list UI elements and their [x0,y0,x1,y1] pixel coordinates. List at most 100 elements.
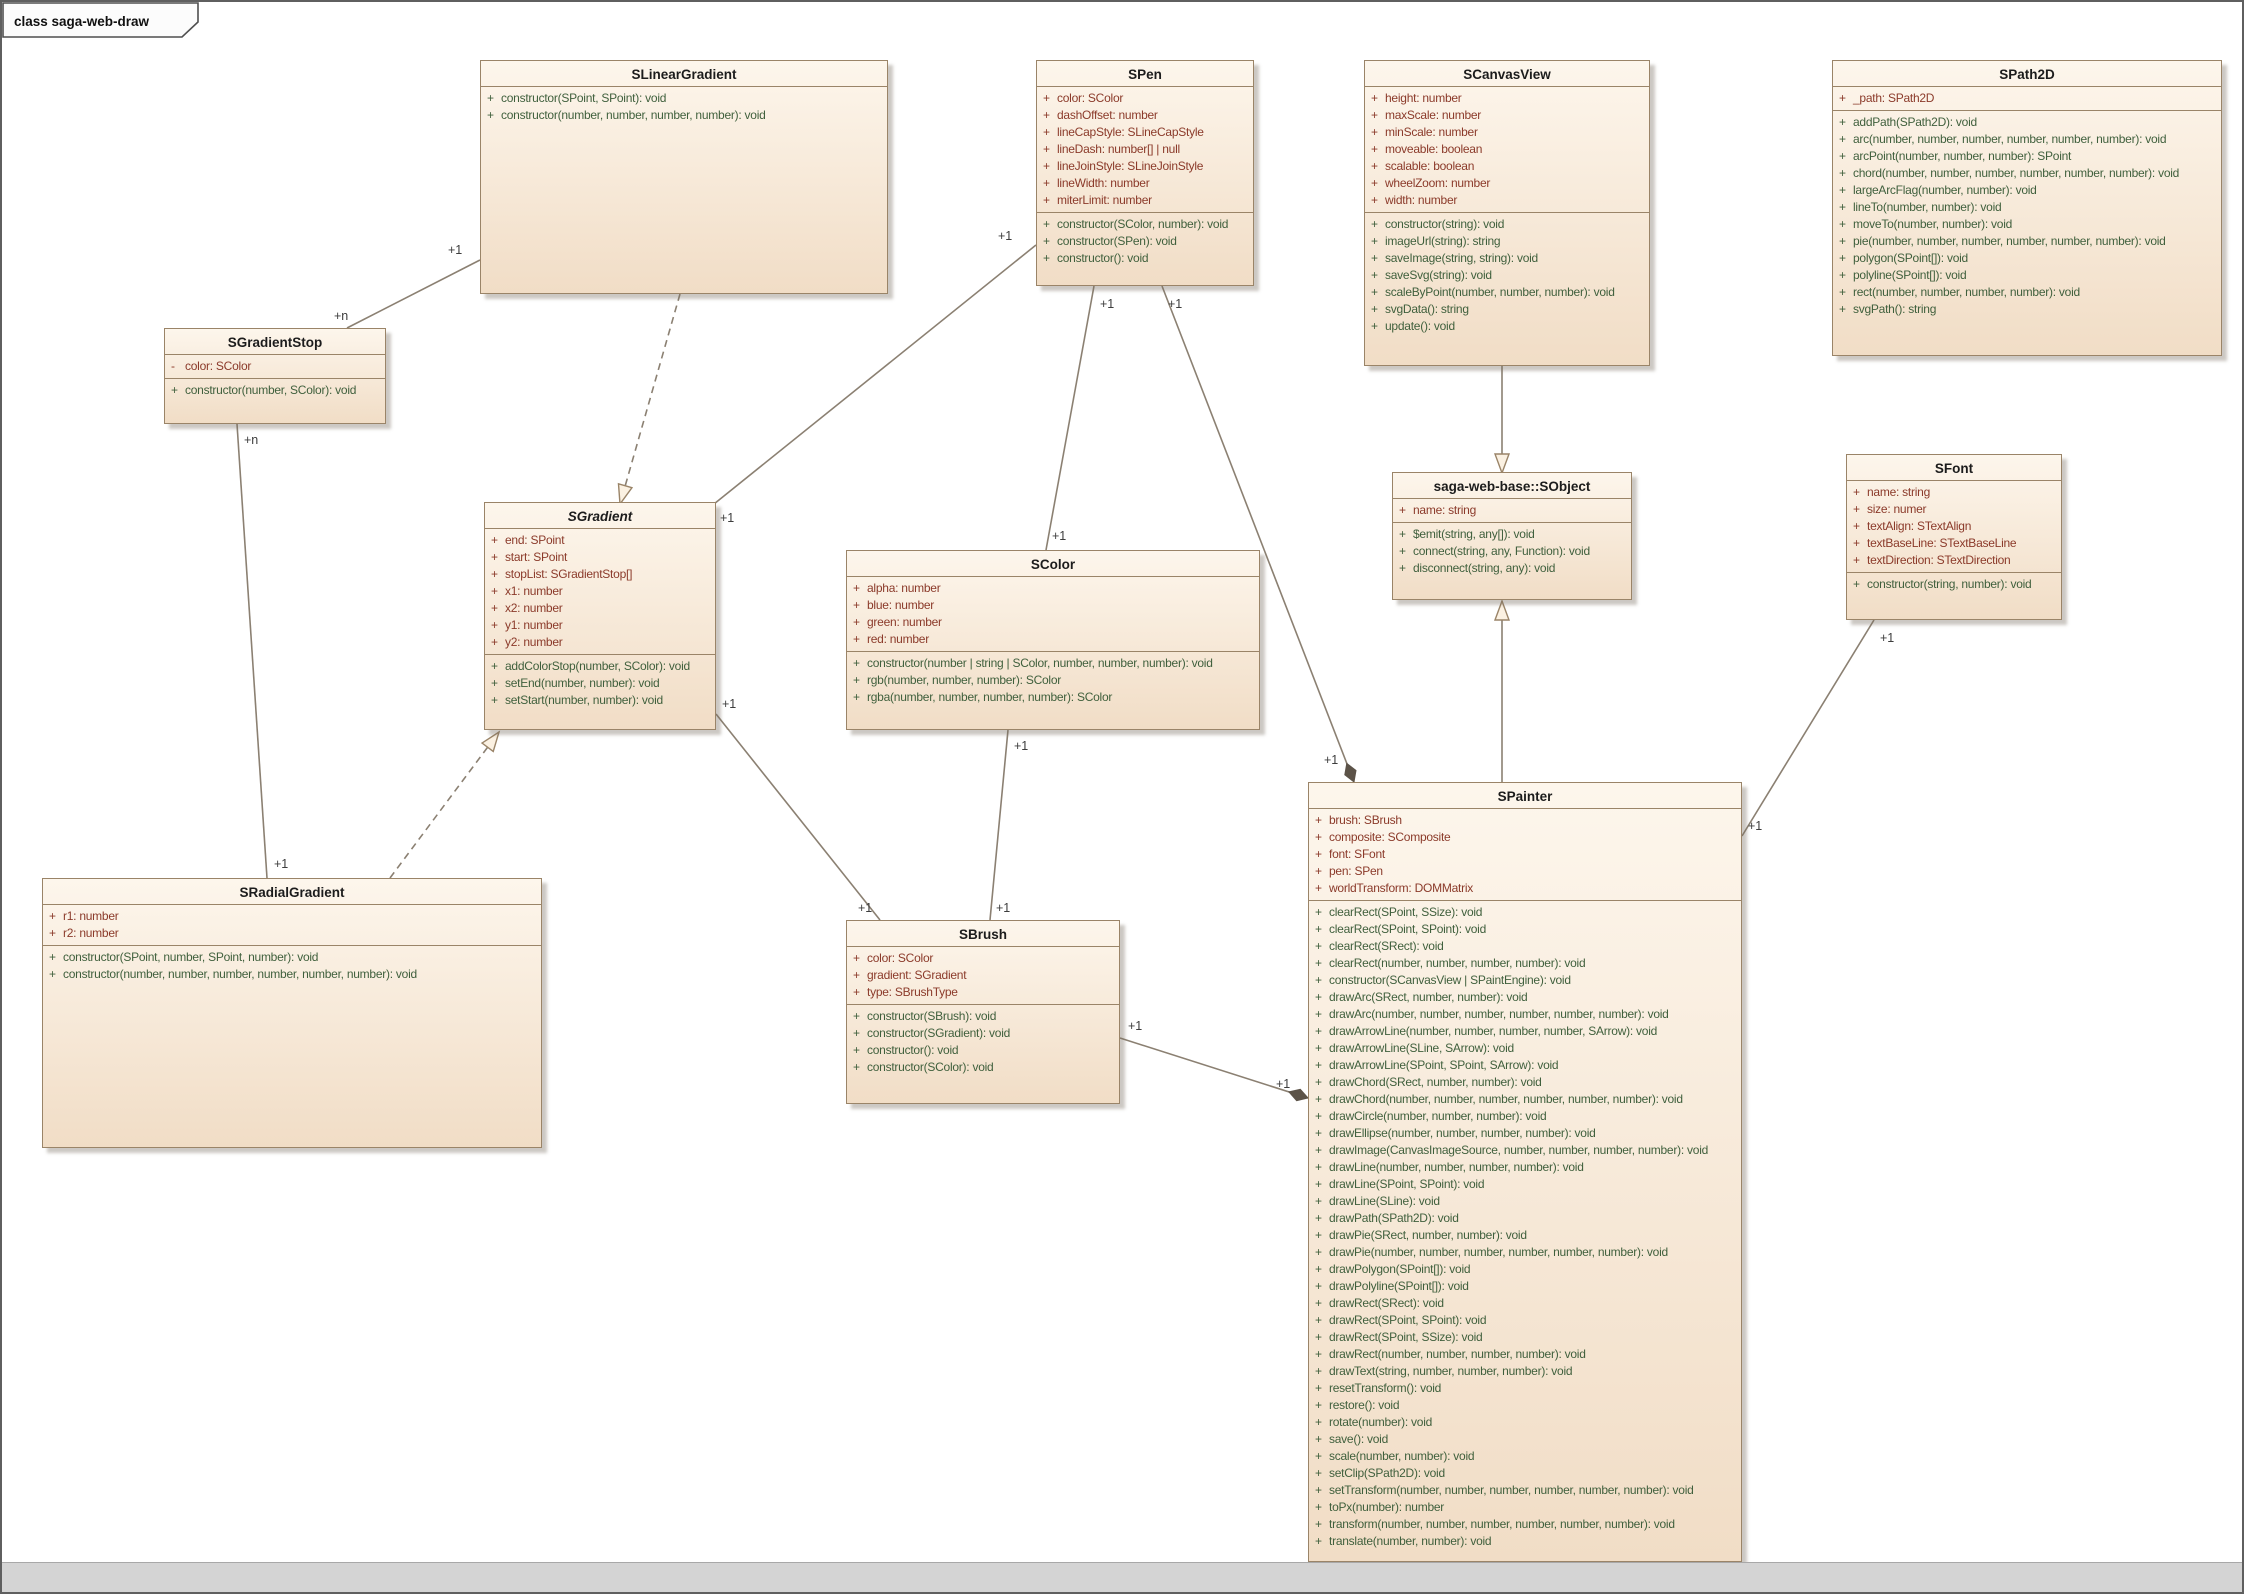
visibility-marker: + [1371,318,1385,335]
class-sgradientstop[interactable]: SGradientStop-color: SColor+constructor(… [164,328,386,424]
attribute-row: +brush: SBrush [1309,812,1741,829]
class-spen[interactable]: SPen+color: SColor+dashOffset: number+li… [1036,60,1254,286]
class-sbrush[interactable]: SBrush+color: SColor+gradient: SGradient… [846,920,1120,1104]
attribute-row: +lineJoinStyle: SLineJoinStyle [1037,158,1253,175]
method-signature: rgba(number, number, number, number): SC… [867,689,1112,706]
method-row: +disconnect(string, any): void [1393,560,1631,577]
class-sfont[interactable]: SFont+name: string+size: numer+textAlign… [1846,454,2062,620]
class-slineargradient[interactable]: SLinearGradient+constructor(SPoint, SPoi… [480,60,888,294]
method-signature: $emit(string, any[]): void [1413,526,1535,543]
visibility-marker: + [49,908,63,925]
multiplicity-label: +1 [1014,739,1028,753]
attribute-row: +start: SPoint [485,549,715,566]
method-signature: constructor(SGradient): void [867,1025,1010,1042]
multiplicity-label: +1 [1100,297,1114,311]
visibility-marker: + [1315,1499,1329,1516]
attribute-row: +minScale: number [1365,124,1649,141]
multiplicity-label: +1 [1748,819,1762,833]
visibility-marker: + [1315,1533,1329,1550]
visibility-marker: + [1315,1125,1329,1142]
method-row: +moveTo(number, number): void [1833,216,2221,233]
attribute-row: +dashOffset: number [1037,107,1253,124]
method-signature: saveSvg(string): void [1385,267,1492,284]
attribute-signature: color: SColor [185,358,251,375]
attributes-compartment: +_path: SPath2D [1833,87,2221,110]
method-row: +drawImage(CanvasImageSource, number, nu… [1309,1142,1741,1159]
method-row: +rect(number, number, number, number): v… [1833,284,2221,301]
visibility-marker: + [1839,216,1853,233]
visibility-marker: + [1043,175,1057,192]
visibility-marker: + [1839,182,1853,199]
visibility-marker: + [1315,1465,1329,1482]
class-title: SPath2D [1833,61,2221,87]
method-row: +polyline(SPoint[]): void [1833,267,2221,284]
method-signature: save(): void [1329,1431,1388,1448]
attribute-row: +moveable: boolean [1365,141,1649,158]
method-row: +lineTo(number, number): void [1833,199,2221,216]
visibility-marker: + [1043,192,1057,209]
method-signature: transform(number, number, number, number… [1329,1516,1675,1533]
method-signature: disconnect(string, any): void [1413,560,1555,577]
method-signature: constructor(SPen): void [1057,233,1177,250]
visibility-marker: + [1315,812,1329,829]
visibility-marker: + [491,675,505,692]
method-signature: constructor(number, SColor): void [185,382,356,399]
method-row: +arcPoint(number, number, number): SPoin… [1833,148,2221,165]
method-row: +connect(string, any, Function): void [1393,543,1631,560]
attribute-row: +pen: SPen [1309,863,1741,880]
class-sradialgradient[interactable]: SRadialGradient+r1: number+r2: number+co… [42,878,542,1148]
method-row: +addPath(SPath2D): void [1833,114,2221,131]
method-signature: drawLine(SLine): void [1329,1193,1440,1210]
attribute-row: +font: SFont [1309,846,1741,863]
method-row: +drawRect(SPoint, SSize): void [1309,1329,1741,1346]
visibility-marker: + [1399,560,1413,577]
multiplicity-label: +1 [1052,529,1066,543]
multiplicity-label: +1 [1128,1019,1142,1033]
horizontal-scrollbar[interactable] [2,1562,2242,1592]
methods-compartment: +constructor(number, SColor): void [165,378,385,402]
method-signature: drawLine(number, number, number, number)… [1329,1159,1584,1176]
visibility-marker: + [1315,1312,1329,1329]
attribute-signature: red: number [867,631,929,648]
method-row: +toPx(number): number [1309,1499,1741,1516]
method-row: +svgPath(): string [1833,301,2221,318]
class-scolor[interactable]: SColor+alpha: number+blue: number+green:… [846,550,1260,730]
method-signature: constructor(SPoint, number, SPoint, numb… [63,949,318,966]
attribute-signature: type: SBrushType [867,984,958,1001]
visibility-marker: + [1839,114,1853,131]
visibility-marker: + [1315,1040,1329,1057]
methods-compartment: +constructor(SBrush): void+constructor(S… [847,1004,1119,1079]
attribute-signature: width: number [1385,192,1457,209]
attribute-signature: gradient: SGradient [867,967,966,984]
method-signature: chord(number, number, number, number, nu… [1853,165,2179,182]
visibility-marker: + [1371,175,1385,192]
class-spath2d[interactable]: SPath2D+_path: SPath2D+addPath(SPath2D):… [1832,60,2222,356]
attribute-signature: font: SFont [1329,846,1385,863]
visibility-marker: + [491,634,505,651]
method-signature: addPath(SPath2D): void [1853,114,1977,131]
visibility-marker: + [1043,216,1057,233]
class-saga-web-base-sobject[interactable]: saga-web-base::SObject+name: string+$emi… [1392,472,1632,600]
method-row: +save(): void [1309,1431,1741,1448]
class-scanvasview[interactable]: SCanvasView+height: number+maxScale: num… [1364,60,1650,366]
method-signature: rect(number, number, number, number): vo… [1853,284,2080,301]
method-row: +constructor(SColor, number): void [1037,216,1253,233]
association-spen-scolor [1046,286,1094,550]
visibility-marker: + [1315,904,1329,921]
class-spainter[interactable]: SPainter+brush: SBrush+composite: SCompo… [1308,782,1742,1562]
attribute-signature: r2: number [63,925,119,942]
method-signature: constructor(number, number, number, numb… [501,107,766,124]
method-signature: constructor(SPoint, SPoint): void [501,90,666,107]
method-row: +constructor(string): void [1365,216,1649,233]
frame-tab-label: class saga-web-draw [14,14,150,29]
method-row: +constructor(SPoint, number, SPoint, num… [43,949,541,966]
visibility-marker: + [1839,131,1853,148]
association-scolor-sbrush [990,730,1008,920]
visibility-marker: + [1371,141,1385,158]
method-row: +constructor(): void [1037,250,1253,267]
visibility-marker: + [491,583,505,600]
method-row: +drawChord(number, number, number, numbe… [1309,1091,1741,1108]
visibility-marker: + [1315,1210,1329,1227]
class-sgradient[interactable]: SGradient+end: SPoint+start: SPoint+stop… [484,502,716,730]
attribute-row: +green: number [847,614,1259,631]
